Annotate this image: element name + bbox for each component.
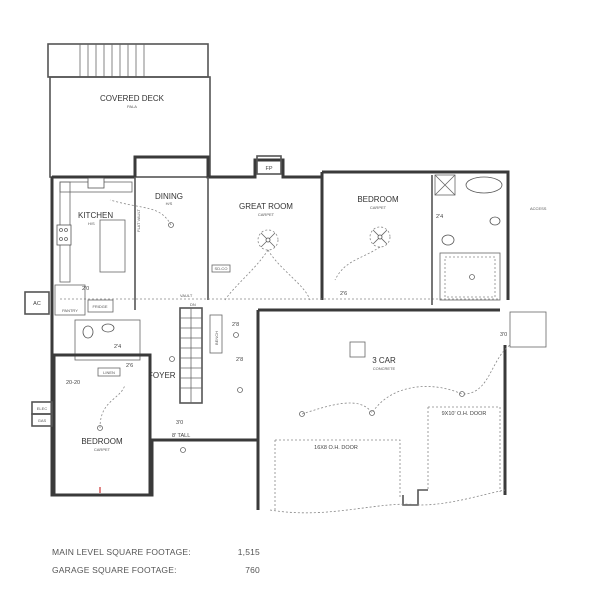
- svg-text:COVERED DECK: COVERED DECK: [100, 94, 165, 103]
- svg-text:LINEN: LINEN: [103, 370, 115, 375]
- dining: DINING H/S: [109, 192, 183, 228]
- svg-text:2'4: 2'4: [436, 214, 443, 220]
- svg-text:AC: AC: [33, 301, 41, 307]
- main-level-value: 1,515: [237, 547, 260, 557]
- pantry: PANTRY FRIDGE 2'0: [54, 284, 114, 316]
- ac-unit: AC: [24, 291, 50, 315]
- svg-text:KITCHEN: KITCHEN: [78, 211, 113, 220]
- svg-text:CARPET: CARPET: [94, 447, 111, 452]
- svg-text:2'8: 2'8: [232, 322, 239, 328]
- svg-text:PANTRY: PANTRY: [62, 308, 78, 313]
- svg-text:H/S: H/S: [166, 201, 173, 206]
- half-bath: 2'4 LINEN 2'6: [74, 319, 141, 377]
- svg-text:FRIDGE: FRIDGE: [92, 304, 107, 309]
- svg-text:BENCH: BENCH: [214, 331, 219, 345]
- interior-stairs: DN BENCH 2'8 2'8: [179, 302, 243, 404]
- svg-text:GAS: GAS: [38, 418, 47, 423]
- garage-footage: GARAGE SQUARE FOOTAGE: 760: [52, 565, 260, 575]
- svg-text:CARPET: CARPET: [258, 212, 275, 217]
- deck-stairs: [47, 43, 209, 78]
- svg-text:H/S: H/S: [88, 221, 95, 226]
- ceiling-fan-icon: [257, 229, 279, 251]
- svg-text:16X8 O.H. DOOR: 16X8 O.H. DOOR: [314, 445, 358, 451]
- utility-meters: ELEC GAS: [31, 401, 53, 427]
- garage: 3 CAR CONCRETE 16X8 O.H. DOOR 9X10' O.H.…: [269, 311, 547, 514]
- svg-text:DN: DN: [190, 302, 196, 307]
- ceiling-fan-icon: [369, 226, 391, 248]
- svg-text:DINING: DINING: [155, 192, 183, 201]
- svg-text:SD-CO: SD-CO: [215, 266, 228, 271]
- svg-text:3'0: 3'0: [500, 332, 507, 338]
- svg-text:2'0: 2'0: [82, 286, 89, 292]
- master-bedroom: BEDROOM CARPET 2'6: [334, 175, 433, 305]
- kitchen: KITCHEN H/S FLAT VAULT: [56, 177, 141, 283]
- svg-text:FP: FP: [265, 166, 272, 172]
- svg-text:BEDROOM: BEDROOM: [81, 437, 123, 446]
- svg-text:PALA: PALA: [127, 104, 137, 109]
- great-room: GREAT ROOM CARPET SD-CO VAULT: [60, 202, 500, 301]
- svg-text:8' TALL: 8' TALL: [172, 433, 190, 439]
- svg-text:3 CAR: 3 CAR: [372, 356, 396, 365]
- svg-text:20-20: 20-20: [66, 380, 80, 386]
- svg-text:FOYER: FOYER: [148, 371, 176, 380]
- fireplace: FP: [256, 155, 282, 175]
- svg-text:3'0: 3'0: [176, 420, 183, 426]
- svg-text:ACCESS: ACCESS: [530, 206, 547, 211]
- svg-text:2'6: 2'6: [126, 363, 133, 369]
- svg-text:CARPET: CARPET: [370, 205, 387, 210]
- svg-text:2'4: 2'4: [114, 344, 121, 350]
- svg-text:CONCRETE: CONCRETE: [373, 366, 396, 371]
- main-level-footage: MAIN LEVEL SQUARE FOOTAGE: 1,515: [52, 547, 260, 557]
- svg-text:GREAT ROOM: GREAT ROOM: [239, 202, 293, 211]
- svg-text:VAULT: VAULT: [180, 293, 193, 298]
- svg-text:2'6: 2'6: [340, 291, 347, 297]
- svg-text:ELEC: ELEC: [37, 406, 48, 411]
- garage-label: GARAGE SQUARE FOOTAGE:: [52, 565, 177, 575]
- exterior-walls: [50, 155, 510, 510]
- foyer: FOYER 3'0 8' TALL: [148, 356, 190, 453]
- master-bath: 2'4 ACCESS: [434, 174, 547, 301]
- svg-text:9X10' O.H. DOOR: 9X10' O.H. DOOR: [442, 411, 487, 417]
- bedroom-2: 20-20 BEDROOM CARPET: [52, 353, 152, 497]
- covered-deck: COVERED DECK PALA: [49, 76, 211, 178]
- garage-value: 760: [245, 565, 260, 575]
- svg-text:BEDROOM: BEDROOM: [357, 195, 399, 204]
- svg-text:2'8: 2'8: [236, 357, 243, 363]
- svg-text:FLAT VAULT: FLAT VAULT: [136, 209, 141, 232]
- main-level-label: MAIN LEVEL SQUARE FOOTAGE:: [52, 547, 191, 557]
